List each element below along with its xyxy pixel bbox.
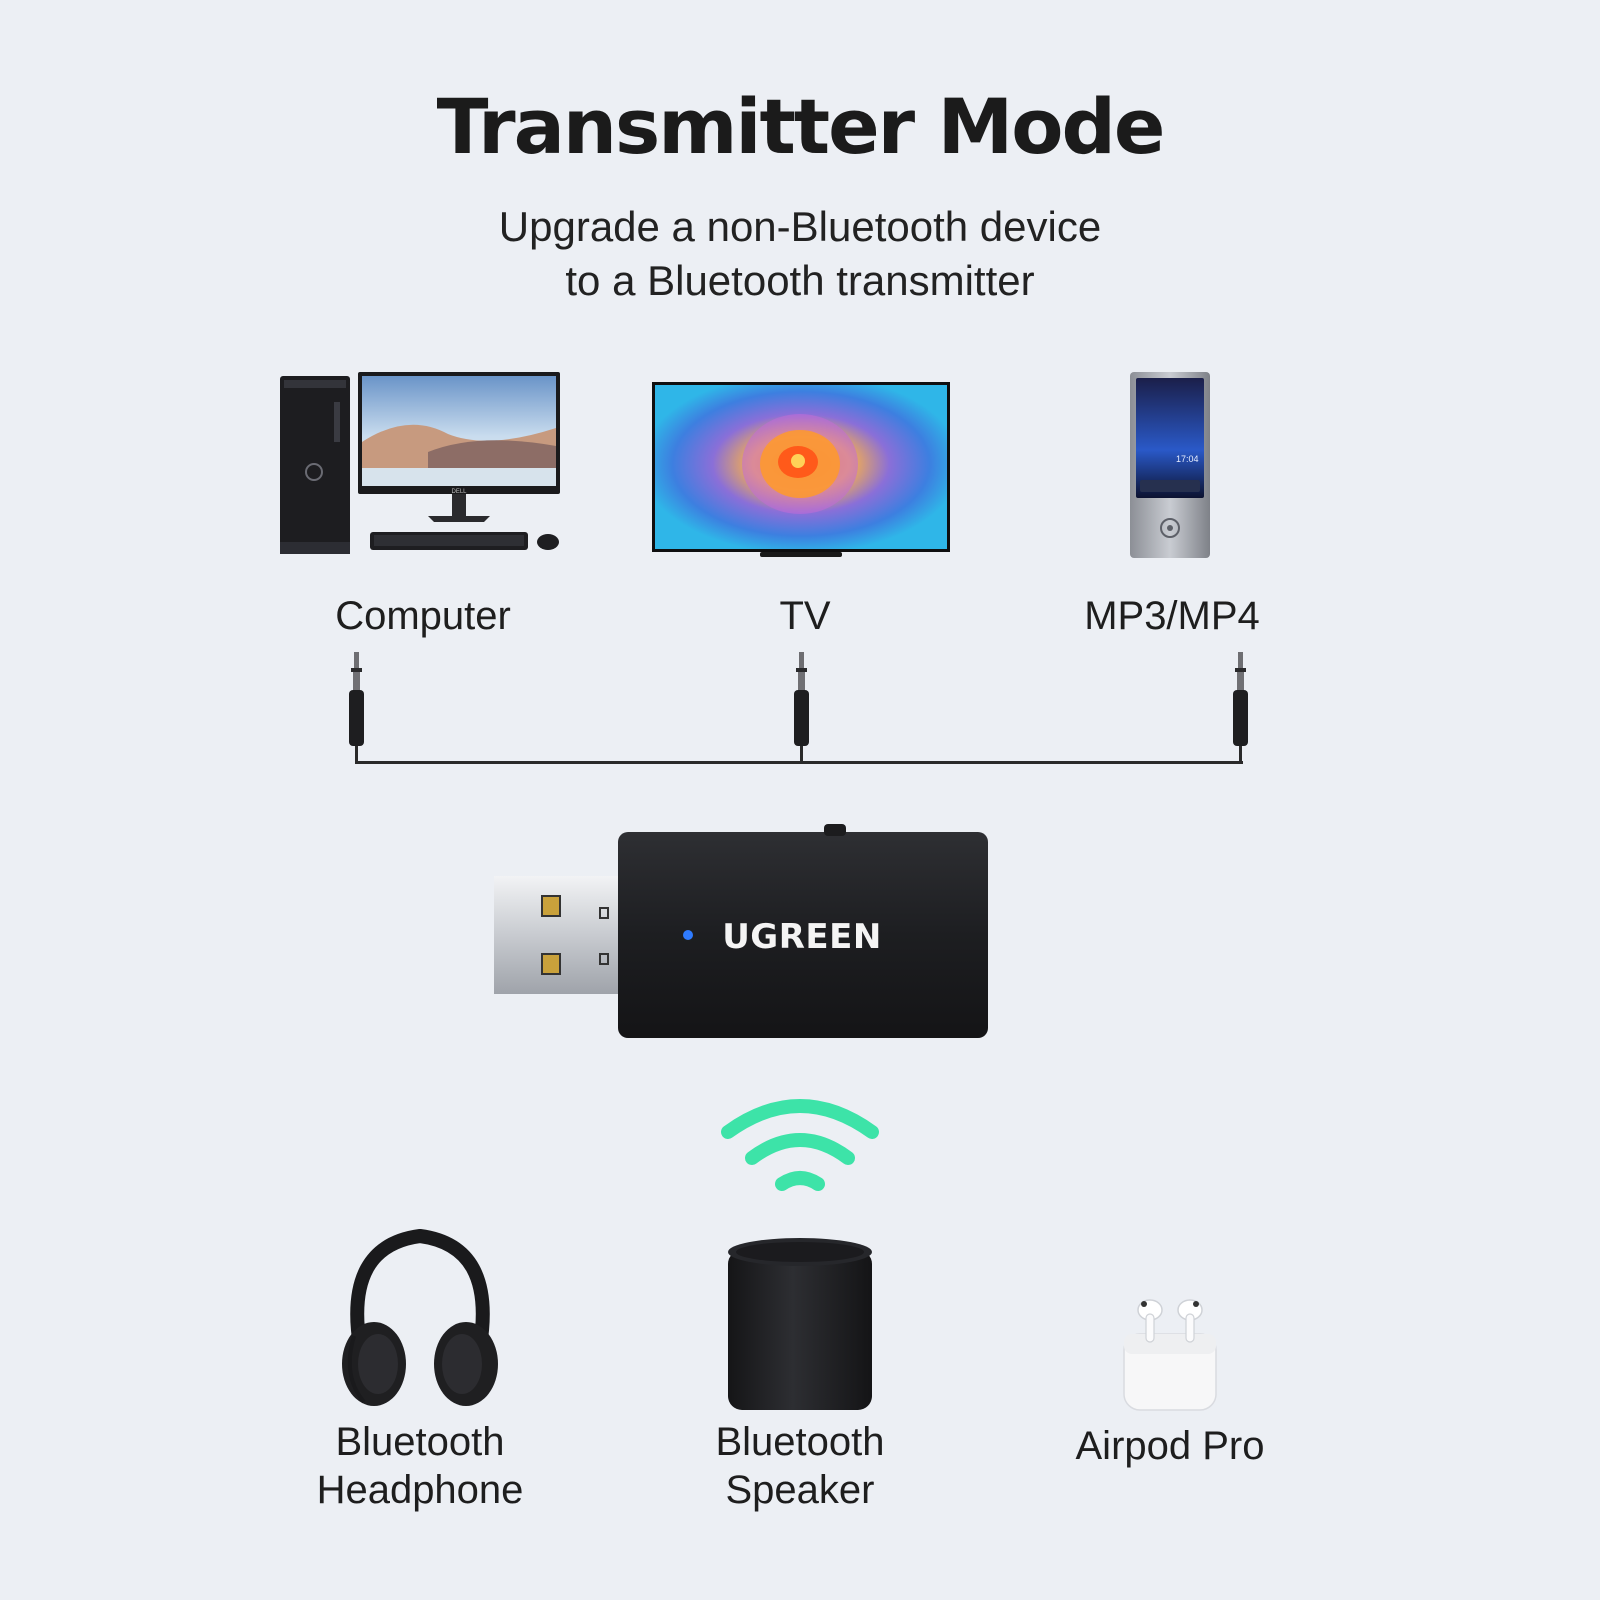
mouse	[537, 534, 559, 550]
adapter-brand-logo: UGREEN	[722, 917, 882, 957]
speaker-body	[728, 1250, 872, 1410]
dell-logo-icon	[305, 463, 323, 481]
speaker-illustration	[728, 1238, 872, 1410]
mp3-screen	[1136, 378, 1204, 498]
usb-connector	[494, 876, 622, 994]
source-label-mp3: MP3/MP4	[1084, 594, 1260, 638]
adapter-body	[618, 832, 988, 1038]
subtitle-line-2: to a Bluetooth transmitter	[565, 257, 1035, 304]
wireless-signal-icon	[721, 1099, 879, 1191]
page-title: Transmitter Mode	[436, 82, 1166, 171]
receiver-label-speaker-line1: Bluetooth	[715, 1420, 885, 1464]
aux-jack-computer	[349, 652, 364, 764]
airpods-illustration	[1123, 1299, 1217, 1411]
page-subtitle: Upgrade a non-Bluetooth device to a Blue…	[0, 200, 1600, 308]
led-indicator	[683, 930, 693, 940]
receiver-label-airpods: Airpod Pro	[1040, 1422, 1300, 1470]
subtitle-line-1: Upgrade a non-Bluetooth device	[498, 203, 1102, 250]
computer-illustration: DELL	[280, 372, 560, 554]
monitor-brand-text: DELL	[451, 489, 467, 495]
aux-cable-diagram	[349, 652, 1248, 764]
headphone-illustration	[342, 1228, 498, 1406]
mp3-wheel-icon	[1160, 518, 1180, 538]
tv-illustration	[652, 382, 950, 557]
usb-bluetooth-adapter: UGREEN	[494, 824, 988, 1038]
headband	[350, 1228, 490, 1348]
mp3-clock-text: 17:04	[1176, 454, 1199, 464]
source-label-tv: TV	[779, 594, 831, 638]
receiver-label-airpods-line1: Airpod Pro	[1075, 1424, 1265, 1468]
receiver-label-speaker: Bluetooth Speaker	[670, 1418, 930, 1514]
receiver-label-speaker-line2: Speaker	[725, 1468, 875, 1512]
aux-jack-tv	[794, 652, 809, 764]
receiver-label-headphone-line1: Bluetooth	[335, 1420, 505, 1464]
adapter-button[interactable]	[824, 824, 846, 836]
source-label-computer: Computer	[335, 594, 511, 638]
tv-stand	[760, 552, 842, 557]
mp3-player-illustration: 17:04	[1130, 372, 1210, 558]
aux-jack-mp3	[1233, 652, 1248, 764]
aux-cable-line	[355, 761, 1243, 764]
receiver-label-headphone: Bluetooth Headphone	[290, 1418, 550, 1514]
receiver-label-headphone-line2: Headphone	[316, 1468, 524, 1512]
